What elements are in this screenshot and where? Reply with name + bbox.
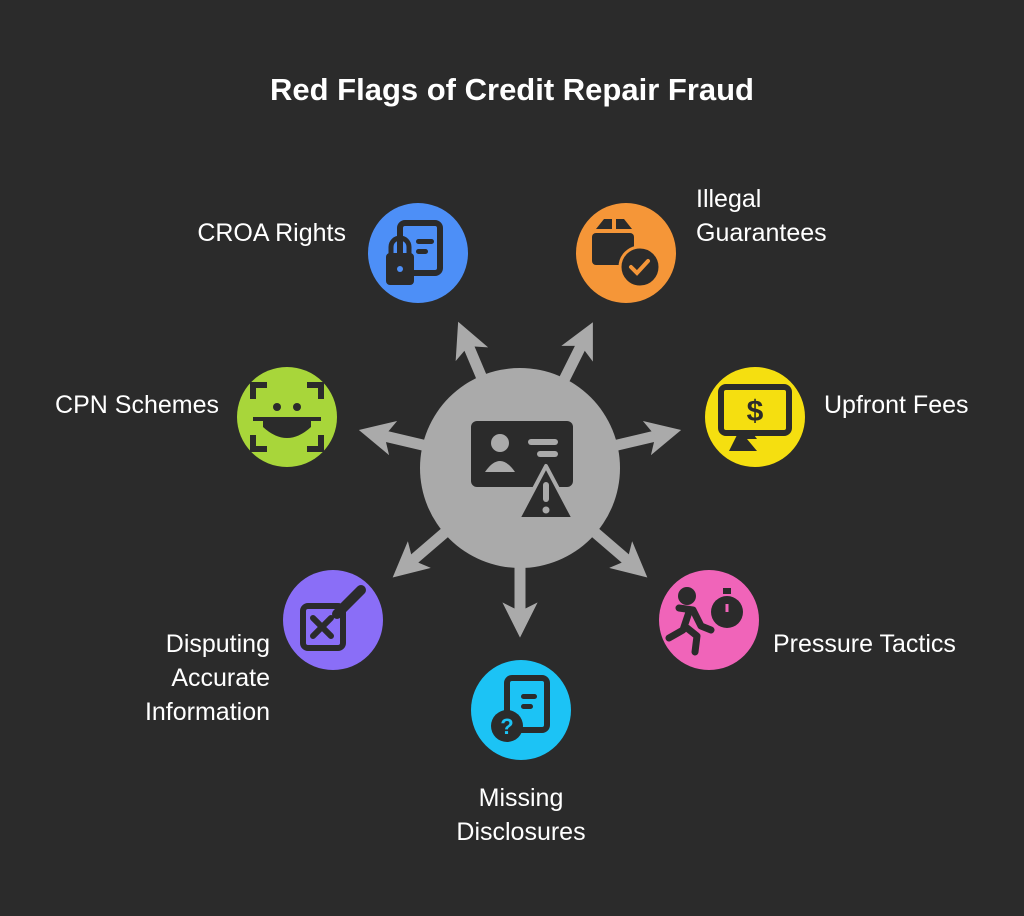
node-missing-disclosures: ? (471, 660, 571, 760)
payment-screen-icon: $ (718, 384, 792, 451)
document-question-icon: ? (491, 675, 550, 742)
label-croa-rights: CROA Rights (197, 219, 346, 247)
diagram-title: Red Flags of Credit Repair Fraud (269, 72, 754, 107)
running-stopwatch-icon (665, 587, 743, 656)
node-croa-rights (368, 203, 468, 303)
label-missing-disclosures: Missing Disclosures (456, 784, 586, 846)
id-card-warning-icon (471, 421, 576, 521)
label-upfront-fees: Upfront Fees (824, 391, 969, 419)
box-check-icon (592, 219, 662, 289)
label-cpn-schemes: CPN Schemes (55, 391, 219, 419)
document-lock-icon (386, 220, 443, 285)
node-circle (705, 367, 805, 467)
label-disputing-accurate-information: Disputing Accurate Information (144, 630, 270, 726)
face-mask-scan-icon (250, 382, 324, 452)
node-circle (659, 570, 759, 670)
hub (420, 368, 620, 568)
svg-text:$: $ (747, 395, 764, 428)
node-disputing-accurate-information (283, 570, 383, 670)
label-pressure-tactics: Pressure Tactics (773, 630, 956, 658)
label-illegal-guarantees: Illegal Guarantees (696, 185, 827, 247)
svg-text:?: ? (500, 714, 513, 739)
edit-cross-icon (300, 585, 366, 651)
node-cpn-schemes (237, 367, 337, 467)
node-illegal-guarantees (576, 203, 676, 303)
node-upfront-fees: $ (705, 367, 805, 467)
node-pressure-tactics (659, 570, 759, 670)
